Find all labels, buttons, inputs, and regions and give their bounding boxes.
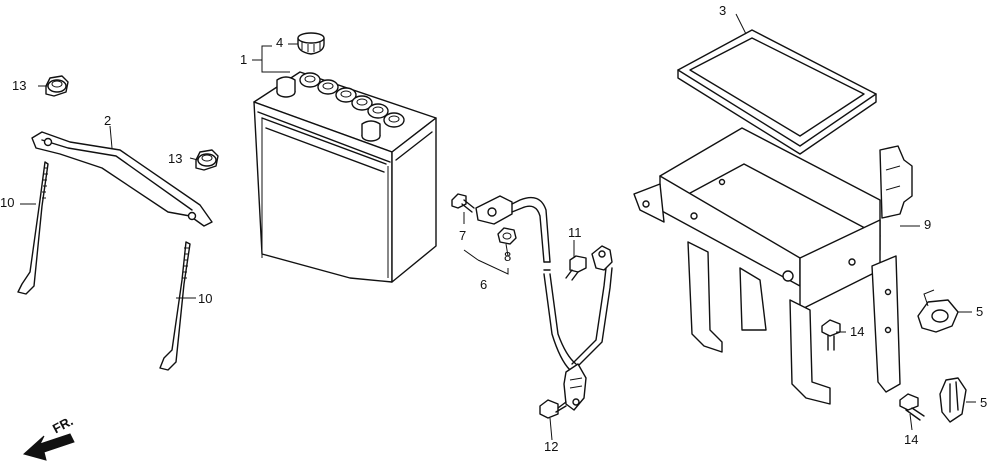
callout-2: 2 bbox=[104, 113, 112, 128]
cable-bolt-11 bbox=[565, 255, 587, 281]
callout-1: 1 bbox=[240, 52, 248, 67]
cable-clip-upper bbox=[917, 289, 959, 333]
callout-8: 8 bbox=[504, 249, 512, 264]
callout-14-lower: 14 bbox=[904, 432, 919, 447]
battery-terminal-cable bbox=[475, 195, 613, 411]
callout-5-lower: 5 bbox=[980, 395, 988, 410]
battery-hold-down-rod-left bbox=[17, 161, 49, 295]
callout-12: 12 bbox=[544, 439, 559, 454]
battery-hold-down-rod-right bbox=[159, 241, 191, 371]
front-direction-arrow bbox=[22, 433, 75, 461]
callout-7: 7 bbox=[459, 228, 467, 243]
terminal-nut bbox=[497, 227, 517, 245]
battery-hold-down-bar bbox=[31, 131, 213, 227]
callout-10-right: 10 bbox=[198, 291, 213, 306]
callout-13-lower: 13 bbox=[168, 151, 183, 166]
flange-nut-upper bbox=[45, 75, 69, 97]
cell-caps bbox=[299, 72, 405, 128]
battery-tray-box bbox=[633, 127, 913, 405]
cable-clip-lower bbox=[939, 377, 967, 423]
flange-bolt-lower bbox=[899, 393, 925, 421]
callout-14-upper: 14 bbox=[850, 324, 865, 339]
callout-5-upper: 5 bbox=[976, 304, 984, 319]
flange-nut-lower bbox=[195, 149, 219, 171]
terminal-bolt bbox=[451, 193, 475, 213]
leader-lines bbox=[20, 13, 976, 441]
callout-10-left: 10 bbox=[0, 195, 15, 210]
callout-9: 9 bbox=[924, 217, 932, 232]
battery-cap-spare bbox=[297, 32, 325, 55]
battery bbox=[253, 71, 437, 283]
callout-6: 6 bbox=[480, 277, 488, 292]
callout-3: 3 bbox=[719, 3, 727, 18]
battery-tray-pad bbox=[677, 29, 877, 155]
cable-bolt-12 bbox=[539, 399, 567, 419]
callout-11: 11 bbox=[568, 225, 582, 240]
flange-bolt-upper bbox=[821, 319, 841, 351]
callout-4: 4 bbox=[276, 35, 284, 50]
callout-13-upper: 13 bbox=[12, 78, 27, 93]
